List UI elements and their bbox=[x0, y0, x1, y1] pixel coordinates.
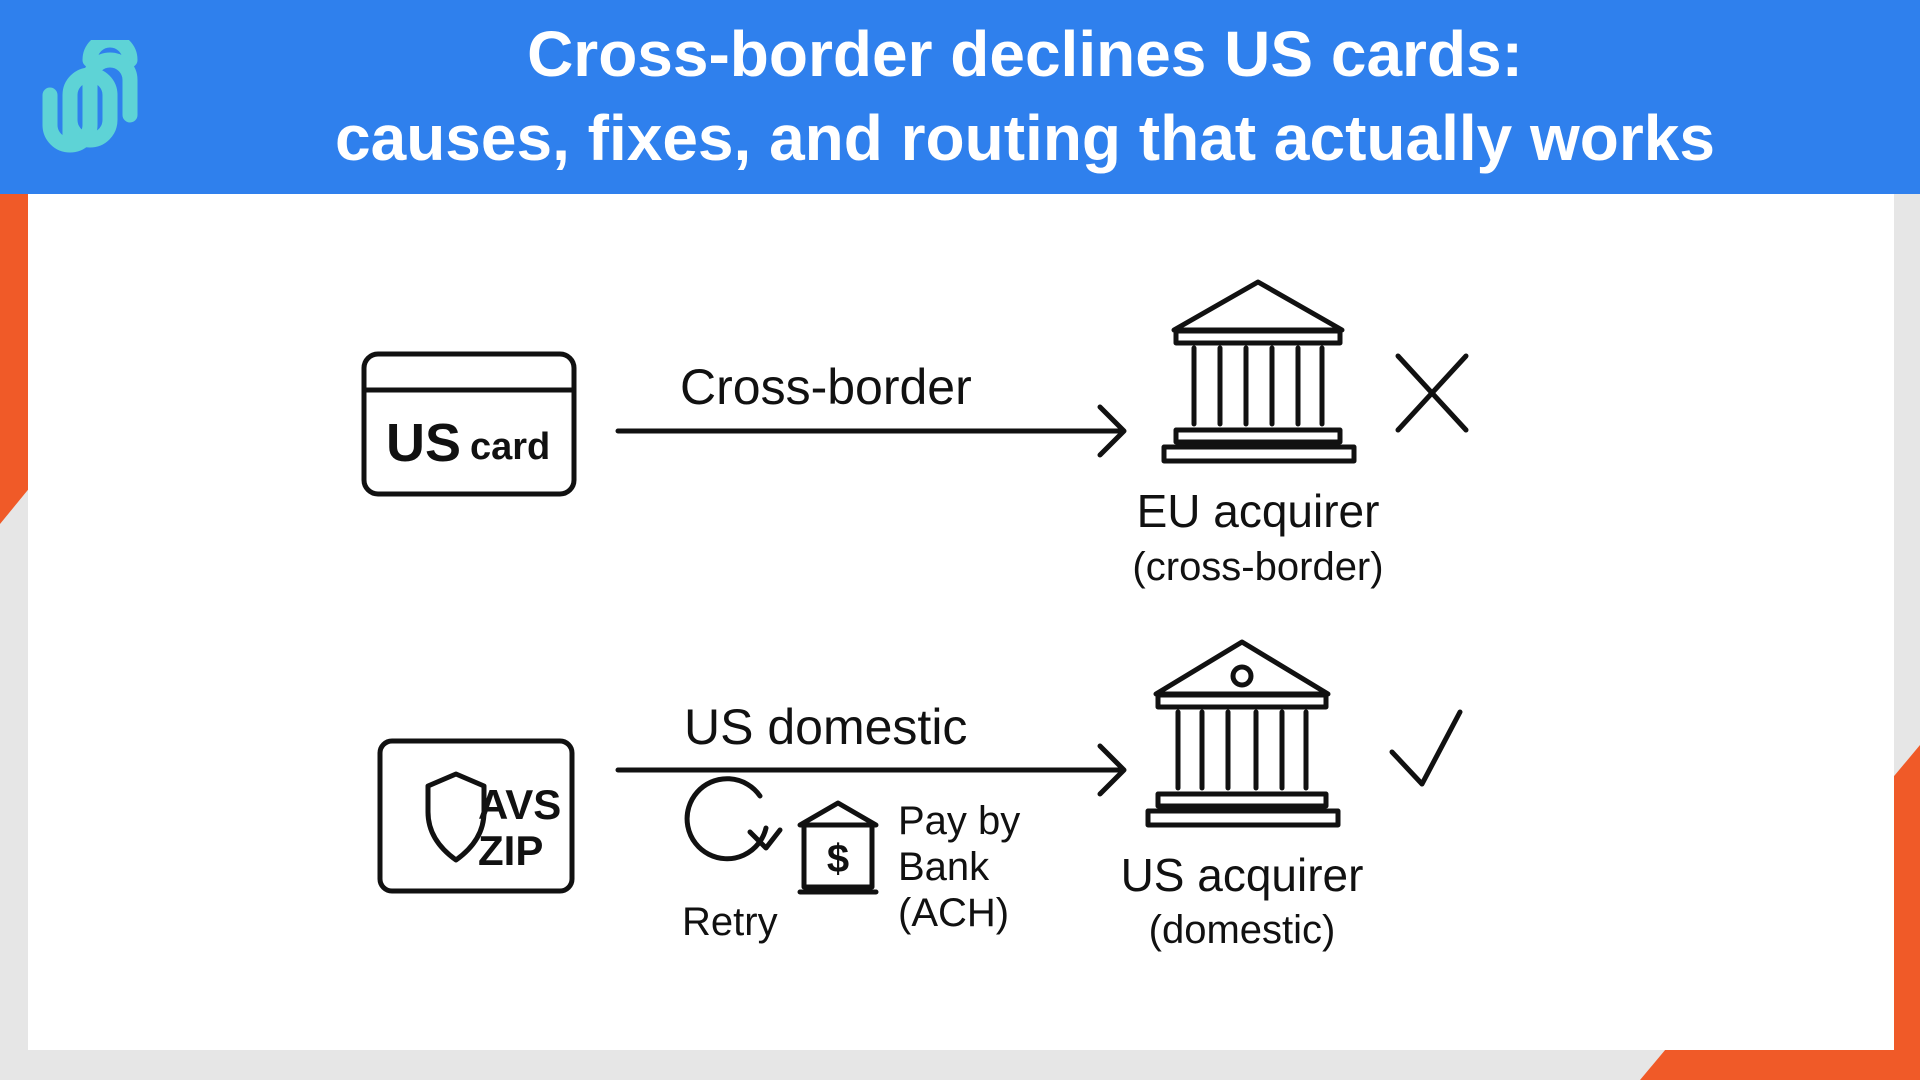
avs-card-icon bbox=[377, 738, 575, 894]
pay-by-bank-line-3: (ACH) bbox=[898, 891, 1010, 935]
us-acquirer-sub: (domestic) bbox=[1148, 908, 1336, 952]
card-label-sub: card bbox=[470, 426, 551, 468]
header-banner: Cross-border declines US cards: causes, … bbox=[0, 0, 1920, 194]
us-acquirer-name: US acquirer bbox=[1120, 849, 1364, 901]
pay-by-bank-line-1: Pay by bbox=[898, 799, 1021, 843]
eu-acquirer-sub: (cross-border) bbox=[1132, 545, 1384, 589]
pay-by-bank-line-2: Bank bbox=[898, 845, 990, 889]
cross-icon bbox=[1395, 353, 1469, 433]
shield-icon bbox=[425, 771, 487, 863]
svg-text:$: $ bbox=[827, 837, 849, 881]
cross-border-arrow bbox=[615, 404, 1127, 458]
diagram-panel bbox=[28, 194, 1894, 1050]
card-label-main: US bbox=[386, 413, 462, 473]
credit-card-icon bbox=[361, 351, 577, 497]
interlocking-loops-logo-icon bbox=[42, 40, 138, 153]
avs-zip-label: AVS ZIP bbox=[478, 782, 561, 874]
retry-arrow-icon bbox=[684, 776, 783, 862]
bank-icon bbox=[1161, 279, 1357, 464]
us-domestic-label: US domestic bbox=[684, 699, 968, 755]
zip-label: ZIP bbox=[478, 827, 544, 874]
bank-dollar-icon bbox=[797, 800, 879, 895]
pay-by-bank-label: Pay by Bank (ACH) bbox=[898, 798, 1020, 936]
retry-label: Retry bbox=[682, 900, 778, 944]
title-line-1: Cross-border declines US cards: bbox=[527, 18, 1523, 90]
cross-border-label: Cross-border bbox=[680, 359, 972, 415]
us-domestic-arrow bbox=[615, 743, 1127, 797]
eu-acquirer-name: EU acquirer bbox=[1136, 485, 1380, 537]
title-line-2: causes, fixes, and routing that actually… bbox=[335, 102, 1715, 174]
avs-label: AVS bbox=[478, 781, 562, 828]
bank-icon bbox=[1145, 639, 1341, 828]
page-title: Cross-border declines US cards: causes, … bbox=[220, 12, 1830, 180]
check-icon bbox=[1389, 709, 1463, 787]
